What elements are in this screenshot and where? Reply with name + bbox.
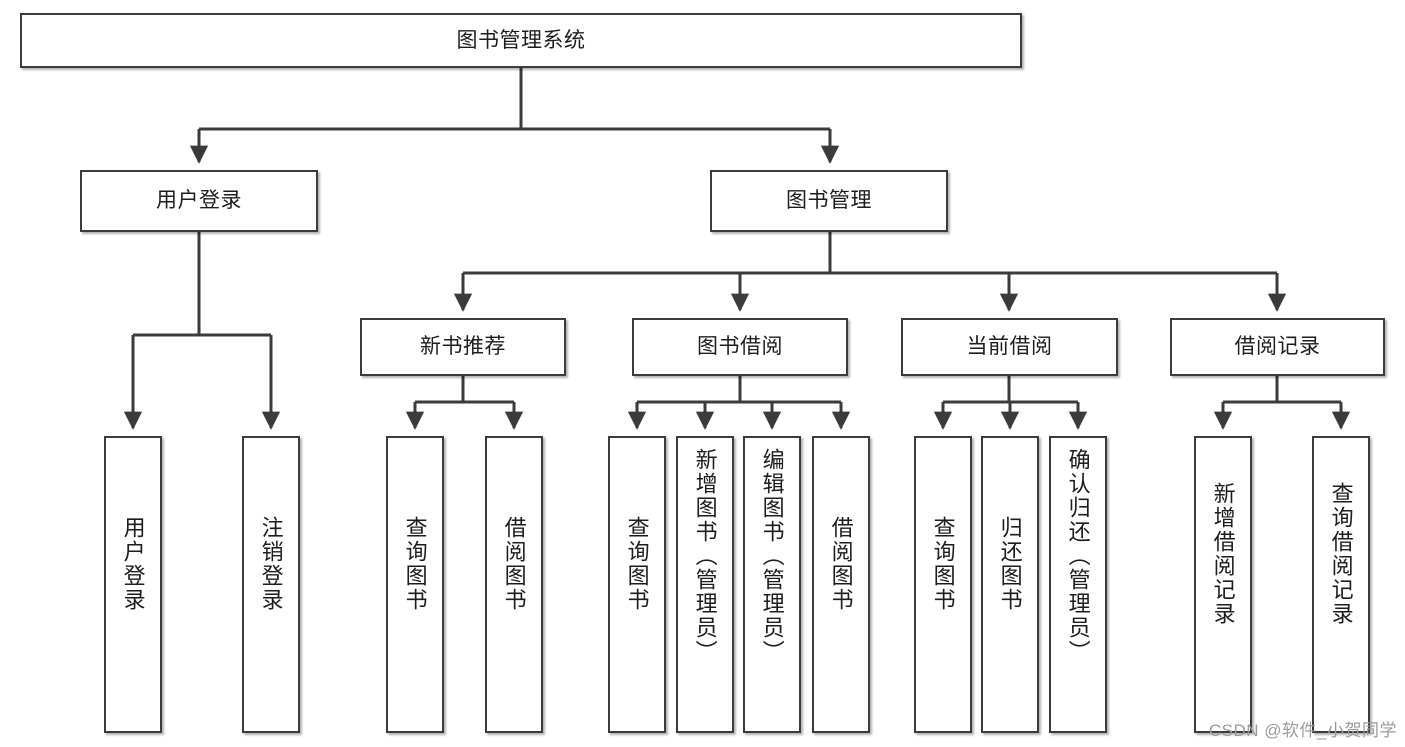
node-leaf-add-book[interactable]: 新增图书（管理员） [676,436,734,733]
node-leaf-query-borrow-record[interactable]: 查询借阅记录 [1312,436,1370,733]
node-leaf-borrow-book-2-label: 借阅图书 [828,516,854,612]
node-new-book-recommend[interactable]: 新书推荐 [360,318,566,376]
node-leaf-user-login[interactable]: 用户登录 [104,436,162,733]
node-leaf-query-book-2[interactable]: 查询图书 [608,436,666,733]
node-leaf-borrow-book-1-label: 借阅图书 [501,516,527,612]
node-borrow-record-label: 借阅记录 [1234,335,1321,359]
node-leaf-edit-book-label: 编辑图书（管理员） [759,448,785,664]
node-borrow-record[interactable]: 借阅记录 [1170,318,1385,376]
node-leaf-return-book[interactable]: 归还图书 [981,436,1039,733]
node-root[interactable]: 图书管理系统 [20,13,1022,68]
node-leaf-user-login-label: 用户登录 [120,516,146,612]
node-leaf-query-book-3-label: 查询图书 [930,516,956,612]
watermark-text: CSDN @软件_小贺同学 [1208,721,1397,740]
node-leaf-user-logout[interactable]: 注销登录 [242,436,300,733]
node-leaf-borrow-book-2[interactable]: 借阅图书 [812,436,870,733]
node-leaf-query-borrow-record-label: 查询借阅记录 [1328,482,1354,626]
node-user-login-label: 用户登录 [156,189,242,213]
node-book-borrow[interactable]: 图书借阅 [632,318,848,376]
node-leaf-add-book-label: 新增图书（管理员） [692,448,718,664]
node-user-login[interactable]: 用户登录 [80,170,318,232]
node-leaf-confirm-return-label: 确认归还（管理员） [1065,448,1091,664]
node-leaf-borrow-book-1[interactable]: 借阅图书 [485,436,543,733]
node-leaf-return-book-label: 归还图书 [997,516,1023,612]
node-root-label: 图书管理系统 [456,28,586,52]
node-leaf-user-logout-label: 注销登录 [258,516,284,612]
node-current-borrow-label: 当前借阅 [966,335,1053,359]
node-leaf-add-borrow-record[interactable]: 新增借阅记录 [1194,436,1252,733]
node-current-borrow[interactable]: 当前借阅 [901,318,1118,376]
node-leaf-query-book-1-label: 查询图书 [402,516,428,612]
node-book-management-label: 图书管理 [786,189,872,213]
node-leaf-query-book-3[interactable]: 查询图书 [914,436,972,733]
node-leaf-add-borrow-record-label: 新增借阅记录 [1210,482,1236,626]
node-leaf-confirm-return[interactable]: 确认归还（管理员） [1049,436,1107,733]
node-leaf-edit-book[interactable]: 编辑图书（管理员） [743,436,801,733]
node-book-management[interactable]: 图书管理 [710,170,948,232]
node-book-borrow-label: 图书借阅 [697,335,783,359]
node-leaf-query-book-1[interactable]: 查询图书 [386,436,444,733]
node-new-book-recommend-label: 新书推荐 [420,335,506,359]
node-leaf-query-book-2-label: 查询图书 [624,516,650,612]
